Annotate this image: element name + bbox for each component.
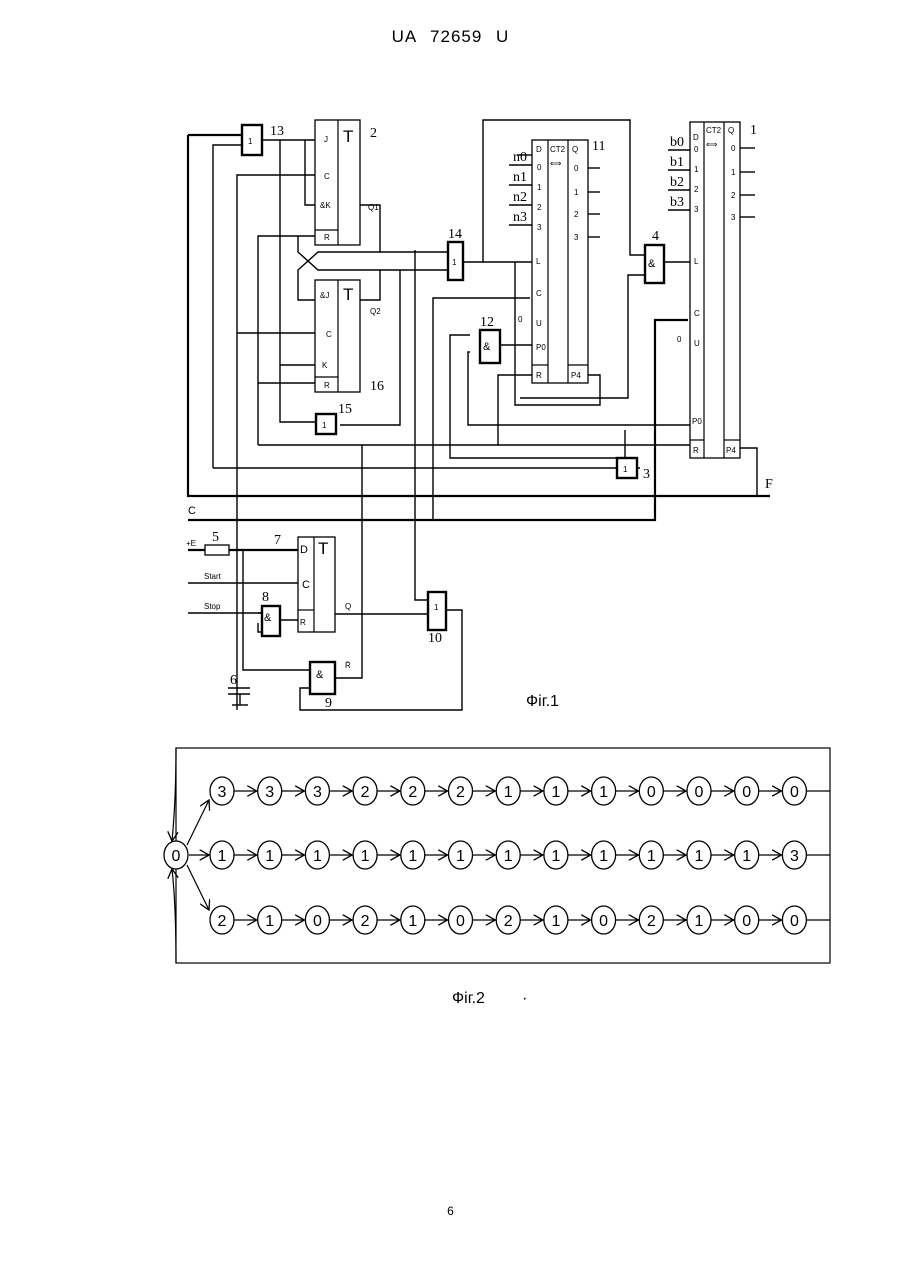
svg-text:1: 1	[408, 913, 417, 930]
svg-text:1: 1	[551, 848, 560, 865]
state-node: 1	[258, 841, 282, 869]
state-node: 0	[687, 777, 711, 805]
svg-text:0: 0	[172, 848, 181, 865]
svg-text:0: 0	[790, 784, 799, 801]
state-node: 2	[210, 906, 234, 934]
state-node: 1	[210, 841, 234, 869]
state-node: 1	[305, 841, 329, 869]
svg-text:1: 1	[599, 784, 608, 801]
state-node: 2	[353, 777, 377, 805]
svg-text:1: 1	[599, 848, 608, 865]
state-node: 0	[449, 906, 473, 934]
state-node: 0	[305, 906, 329, 934]
state-node: 1	[544, 777, 568, 805]
state-node: 2	[449, 777, 473, 805]
svg-text:0: 0	[599, 913, 608, 930]
svg-text:1: 1	[504, 848, 513, 865]
svg-text:1: 1	[647, 848, 656, 865]
svg-text:3: 3	[265, 784, 274, 801]
state-node: 1	[401, 906, 425, 934]
state-node: 3	[210, 777, 234, 805]
state-node: 1	[353, 841, 377, 869]
svg-text:1: 1	[265, 913, 274, 930]
svg-text:0: 0	[790, 913, 799, 930]
svg-text:1: 1	[551, 913, 560, 930]
svg-text:1: 1	[695, 848, 704, 865]
page-number: 6	[0, 1204, 901, 1218]
state-node: 1	[496, 777, 520, 805]
state-node: 0	[639, 777, 663, 805]
state-node: 1	[687, 906, 711, 934]
state-node: 1	[592, 777, 616, 805]
svg-text:1: 1	[551, 784, 560, 801]
state-node: 1	[496, 841, 520, 869]
state-node: 2	[639, 906, 663, 934]
edge-start-row-1	[187, 800, 209, 845]
svg-text:3: 3	[313, 784, 322, 801]
svg-text:3: 3	[790, 848, 799, 865]
state-node: 0	[592, 906, 616, 934]
state-node: 2	[401, 777, 425, 805]
svg-text:0: 0	[647, 784, 656, 801]
state-node: 1	[687, 841, 711, 869]
svg-text:1: 1	[408, 848, 417, 865]
svg-text:1: 1	[456, 848, 465, 865]
svg-text:1: 1	[313, 848, 322, 865]
state-node: 1	[735, 841, 759, 869]
figure-2-mark: ·	[522, 990, 527, 1008]
svg-text:0: 0	[456, 913, 465, 930]
svg-text:2: 2	[647, 913, 656, 930]
svg-text:1: 1	[218, 848, 227, 865]
svg-text:1: 1	[695, 913, 704, 930]
svg-text:2: 2	[218, 913, 227, 930]
svg-text:2: 2	[456, 784, 465, 801]
svg-text:2: 2	[361, 913, 370, 930]
state-node: 0	[782, 777, 806, 805]
state-node: 2	[496, 906, 520, 934]
figure-2-caption: Фіг.2	[452, 990, 485, 1008]
svg-text:2: 2	[408, 784, 417, 801]
svg-text:2: 2	[361, 784, 370, 801]
svg-text:3: 3	[218, 784, 227, 801]
state-node: 0	[782, 906, 806, 934]
state-node: 3	[305, 777, 329, 805]
state-node: 1	[449, 841, 473, 869]
svg-text:1: 1	[361, 848, 370, 865]
state-node: 1	[544, 906, 568, 934]
state-node: 3	[258, 777, 282, 805]
state-node: 1	[639, 841, 663, 869]
state-node: 1	[258, 906, 282, 934]
svg-text:1: 1	[742, 848, 751, 865]
svg-text:0: 0	[742, 784, 751, 801]
svg-text:2: 2	[504, 913, 513, 930]
svg-text:1: 1	[265, 848, 274, 865]
svg-text:0: 0	[695, 784, 704, 801]
state-node: 3	[782, 841, 806, 869]
state-node-start: 0	[164, 841, 188, 869]
state-node: 1	[401, 841, 425, 869]
state-node: 0	[735, 777, 759, 805]
state-node: 1	[544, 841, 568, 869]
state-node: 1	[592, 841, 616, 869]
state-node: 2	[353, 906, 377, 934]
edge-start-row-3	[187, 865, 209, 910]
svg-text:0: 0	[742, 913, 751, 930]
svg-text:1: 1	[504, 784, 513, 801]
svg-text:0: 0	[313, 913, 322, 930]
state-node: 0	[735, 906, 759, 934]
